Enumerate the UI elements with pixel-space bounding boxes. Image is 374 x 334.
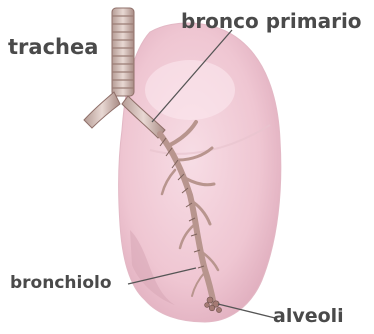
alveoli-label: alveoli [273,307,344,326]
bronco-primario-label: bronco primario [181,11,362,31]
bronchiolo-label: bronchiolo [10,275,112,292]
trachea-label: trachea [8,37,98,58]
trachea-tube [112,8,134,96]
left-bronchus-stub [84,92,120,128]
lung-highlight [145,60,235,120]
